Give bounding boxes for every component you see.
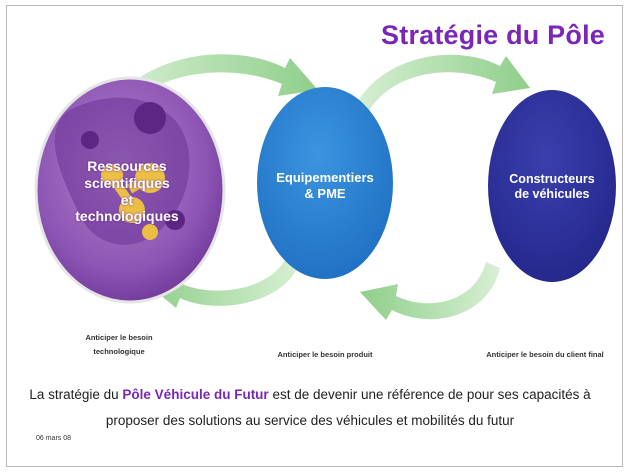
slide-title: Stratégie du Pôle [381, 20, 605, 50]
statement-part-2: est de devenir une référence de pour ses… [105, 387, 591, 428]
node-constructeurs [488, 90, 616, 282]
statement-part-1: La stratégie du [29, 387, 123, 402]
node-equipementiers [257, 87, 393, 279]
node-equipementiers-line-1: Equipementiers [276, 170, 374, 185]
arrow-bottom-right [360, 262, 500, 320]
strategy-statement: La stratégie du Pôle Véhicule du Futur e… [20, 382, 600, 434]
caption-technologique: Anticiper le besoin technologique [64, 331, 174, 358]
node-ressources-line-4: technologiques [75, 208, 179, 225]
node-ressources-line-3: et [120, 191, 134, 208]
node-ressources-label: Ressources scientifiques et technologiqu… [52, 158, 202, 225]
node-constructeurs-label: Constructeurs de véhicules [490, 172, 614, 202]
node-equipementiers-line-2: & PME [304, 185, 346, 201]
arrow-top-right [352, 54, 530, 121]
node-equipementiers-label: Equipementiers & PME [255, 170, 395, 201]
arrow-top-left [108, 54, 318, 118]
statement-highlight: Pôle Véhicule du Futur [122, 387, 269, 402]
caption-produit: Anticiper le besoin produit [277, 350, 373, 359]
molecule-illustration [54, 97, 190, 245]
node-ressources [34, 76, 226, 304]
node-ressources-line-1: Ressources [87, 158, 167, 174]
caption-client-final: Anticiper le besoin du client final [486, 350, 604, 359]
arrow-bottom-left [145, 258, 300, 308]
node-constructeurs-line-2: de véhicules [514, 187, 590, 201]
slide-date: 06 mars 08 [36, 435, 72, 442]
caption-technologique-line-1: Anticiper le besoin [85, 333, 153, 342]
node-ressources-line-2: scientifiques [84, 174, 170, 191]
node-constructeurs-line-1: Constructeurs [509, 172, 595, 186]
caption-technologique-line-2: technologique [93, 346, 145, 356]
